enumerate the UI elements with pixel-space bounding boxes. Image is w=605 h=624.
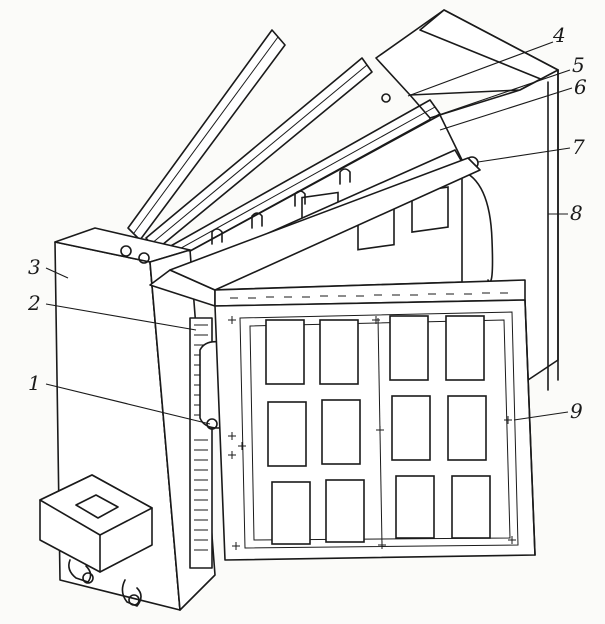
callout-9: 9	[570, 399, 583, 423]
support-posts	[211, 168, 351, 245]
callout-8: 8	[570, 201, 583, 225]
mounting-bracket	[39, 474, 153, 607]
callout-5: 5	[572, 53, 585, 77]
chip-row-1	[265, 315, 485, 385]
callout-7: 7	[572, 135, 585, 159]
callout-6: 6	[574, 75, 587, 99]
mounting-marks	[228, 316, 516, 550]
front-rail	[149, 157, 526, 307]
rear-housing	[375, 9, 559, 391]
callout-1: 1	[28, 371, 41, 395]
callout-4: 4	[552, 23, 566, 47]
chip-row-2	[267, 395, 487, 467]
callout-labels: 1 2 3 4 5 6 7 8 9	[27, 23, 587, 423]
callout-3: 3	[28, 255, 41, 279]
callout-2: 2	[27, 291, 41, 315]
side-panel	[54, 227, 233, 611]
chip-row-3	[271, 475, 491, 545]
leader-lines	[45, 41, 573, 425]
circuit-board	[214, 299, 536, 561]
front-rail-slots	[230, 292, 508, 299]
guide-rails	[127, 29, 441, 263]
